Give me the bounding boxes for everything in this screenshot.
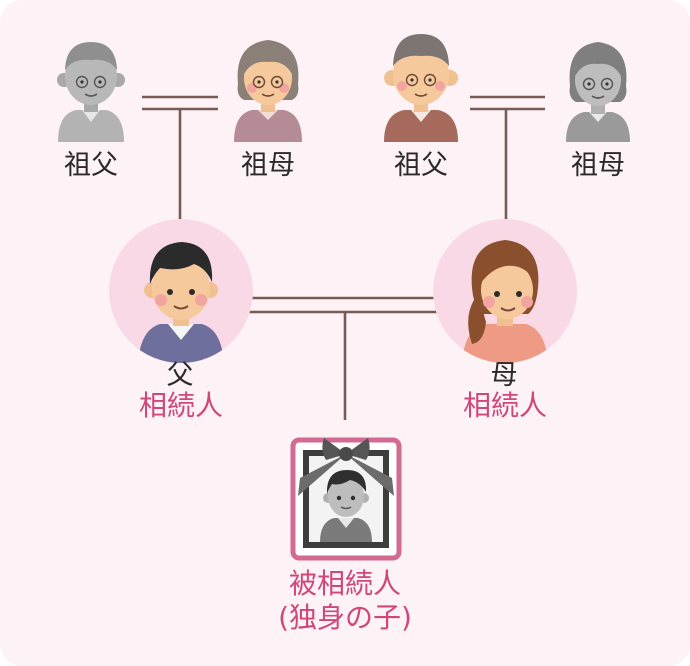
mother-avatar bbox=[433, 219, 577, 363]
mother-heir-status: 相続人 bbox=[462, 389, 547, 422]
father-avatar bbox=[109, 219, 253, 363]
decedent-sublabel: (独身の子) bbox=[278, 601, 412, 634]
grandfather-right-avatar bbox=[384, 34, 458, 142]
grandmother-left-label: 祖母 bbox=[241, 150, 295, 181]
grandfather-left-avatar bbox=[57, 42, 125, 142]
decedent-memorial-portrait bbox=[290, 437, 402, 561]
mother-label: 母 bbox=[490, 360, 518, 391]
grandmother-right-avatar bbox=[566, 42, 630, 142]
decedent-label: 被相続人 bbox=[288, 567, 401, 600]
father-heir-status: 相続人 bbox=[138, 389, 223, 422]
father-label: 父 bbox=[166, 360, 194, 391]
grandmother-right-label: 祖母 bbox=[571, 150, 625, 181]
grandfather-left-label: 祖父 bbox=[64, 150, 118, 181]
grandfather-right-label: 祖父 bbox=[394, 150, 448, 181]
grandmother-left-avatar bbox=[234, 40, 302, 142]
